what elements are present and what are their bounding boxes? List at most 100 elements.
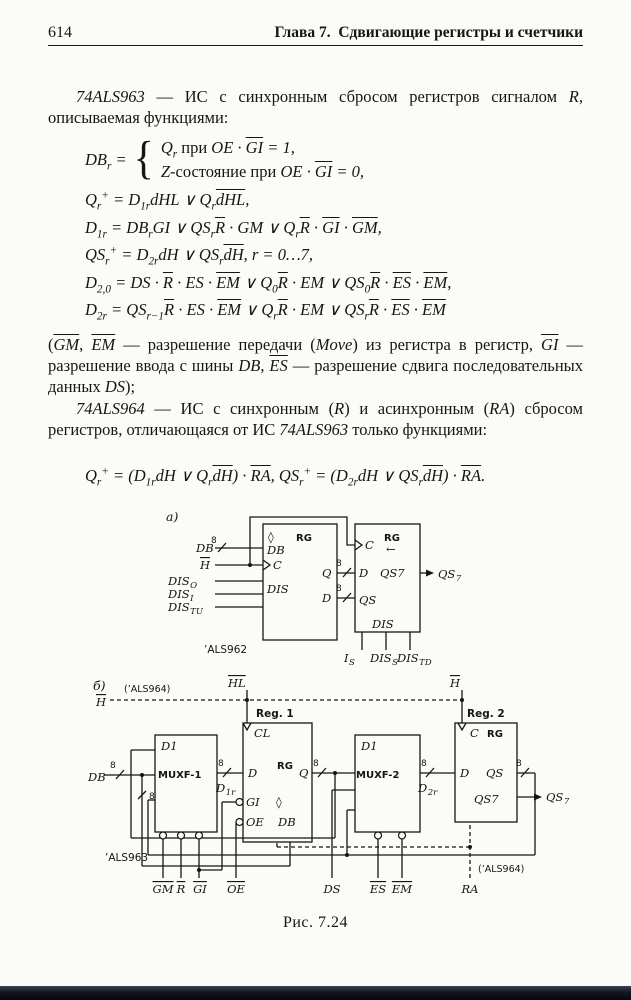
b-muxf1-block	[154, 734, 218, 833]
a-blk2-dis-pin: DIS	[371, 617, 394, 631]
a-blk1-dis-pin: DIS	[266, 582, 289, 596]
a-bottom-pin-wires	[361, 632, 411, 650]
b-reg1-block	[242, 722, 313, 843]
a-blk2-rg-label: RG	[384, 533, 400, 544]
running-header: 614 Глава 7. Сдвигающие регистры и счетч…	[48, 24, 583, 42]
b-reg1-gi-pin: GI	[246, 795, 260, 809]
b-bus-width-q: 8	[313, 759, 319, 769]
b-reg1-rg-label: RG	[277, 761, 293, 772]
diagram-b: б) (’ALS964) H HL H Reg. 1 Reg. 2 D1 MUX…	[87, 676, 570, 896]
a-blk1-tristate-icon: ◊	[268, 530, 274, 544]
b-d1r-wire	[217, 767, 243, 778]
a-blk2-qs-pin: QS	[359, 593, 376, 607]
b-db-wires	[104, 769, 291, 867]
b-reg2-qs7-pin: QS7	[474, 792, 499, 806]
a-blk2-qs7-pin: QS7	[380, 566, 405, 580]
b-d2r-label: D2r	[417, 781, 438, 798]
b-ds-wire	[331, 789, 355, 878]
a-in-h-label: H	[199, 558, 211, 572]
b-reg2-c-pin: C	[470, 726, 479, 740]
formula-d20: D2,0 = DS · R · ES · EM ∨ Q0R · EM ∨ QS0…	[85, 272, 452, 295]
b-mux2-name: MUXF-2	[356, 770, 399, 781]
b-reg1-title: Reg. 1	[256, 708, 294, 720]
scan-bottom-bar	[0, 986, 631, 1000]
b-als964-note-top: (’ALS964)	[124, 684, 170, 695]
b-ctrl-es-label: ES	[369, 882, 386, 896]
formula-cases: DBr = { Qr при OE · GI = 1, Z-состояние …	[85, 133, 585, 185]
b-ctrl-oe-label: OE	[227, 882, 245, 896]
b-reg1-cl-pin: CL	[254, 726, 270, 740]
page-number: 614	[48, 24, 72, 41]
b-reg1-oe-pin: OE	[246, 815, 264, 829]
b-reg2-clock-chevron	[457, 722, 467, 732]
b-reg2-rg-label: RG	[487, 729, 503, 740]
b-clock-wires	[110, 690, 464, 723]
diagram-a-label: а)	[166, 509, 178, 524]
a-shift-direction-arrow-icon: ←	[386, 542, 396, 556]
cases-stack: Qr при OE · GI = 1, Z-состояние при OE ·…	[161, 138, 364, 182]
formula-cases-lhs: DBr =	[85, 150, 127, 173]
b-reg1-db-pin: DB	[277, 815, 296, 829]
b-mux2-control-wires	[373, 831, 407, 878]
b-reg1-oe-bubble	[235, 817, 244, 827]
a-in-db-label: DB	[195, 541, 214, 555]
b-ctrl-r-label: R	[176, 882, 186, 896]
paragraph-signals: (GM, EM — разрешение передачи (Move) из …	[48, 335, 583, 396]
a-clock-chevron-2	[354, 539, 364, 551]
b-db-label: DB	[87, 770, 106, 784]
a-in-dis-i-label: DISI	[167, 587, 194, 604]
cases-brace: {	[133, 133, 154, 185]
a-clock-chevron-1	[262, 559, 272, 571]
formula-case-1: Qr при OE · GI = 1,	[160, 138, 295, 161]
a-output-qs7-label: QS7	[438, 567, 462, 584]
b-mux1-d1-pin: D1	[160, 739, 178, 753]
b-h-right-label: H	[449, 676, 461, 690]
formula-als964: Qr+ = (D1rdH ∨ QrdH) · RA, QSr+ = (D2rdH…	[85, 465, 486, 489]
b-bus-width-d2r: 8	[421, 759, 427, 769]
a-pin-is-label: IS	[343, 651, 355, 668]
a-blk1-d-pin: D	[321, 591, 331, 605]
b-reg1-gi-bubble	[235, 797, 244, 807]
a-blk1-rg-label: RG	[296, 533, 312, 544]
b-mux2-d1-pin: D1	[360, 739, 378, 753]
b-ra-wires	[276, 822, 472, 878]
formula-d1r: D1r = DBrGI ∨ QSrR · GM ∨ QrR · GI · GM,	[85, 217, 382, 240]
a-pin-distd-label: DISTD	[396, 651, 432, 668]
paragraph-als964: 74ALS964 — ИС с синхронным (R) и асинхро…	[48, 399, 583, 439]
diagram-a: а) DB H DISO DISI DISTU 8	[166, 509, 462, 668]
b-h-left-label: H	[95, 695, 107, 709]
b-als964-note-bottom: (’ALS964)	[478, 864, 524, 875]
b-reg2-d-pin: D	[459, 766, 469, 780]
chapter-title: Глава 7. Сдвигающие регистры и счетчики	[274, 24, 583, 41]
a-blk2-d-pin: D	[358, 566, 368, 580]
a-shift-block	[354, 523, 421, 633]
paragraph-als963: 74ALS963 — ИС с синхронным сбросом регис…	[48, 87, 583, 127]
formula-q: Qr+ = D1rdHL ∨ QrdHL,	[85, 189, 250, 213]
b-d2r-wire	[420, 767, 455, 778]
b-output-qs7-label: QS7	[546, 790, 570, 807]
b-bus-width-db: 8	[110, 761, 116, 771]
b-reg1-clock-chevron	[242, 722, 252, 732]
a-bus-width-q: 8	[336, 559, 342, 569]
b-reg1-q-pin: Q	[299, 766, 309, 780]
a-bus-width-d: 8	[336, 584, 342, 594]
b-mux1-name: MUXF-1	[158, 770, 201, 781]
diagram-b-label: б)	[93, 678, 106, 693]
figure-caption: Рис. 7.24	[282, 914, 349, 931]
b-bus-width-d1r: 8	[218, 759, 224, 769]
b-ctrl-ds-label: DS	[322, 882, 340, 896]
formula-qs: QSr+ = D2rdH ∨ QSrdH, r = 0…7,	[85, 244, 313, 268]
b-reg1-d-pin: D	[247, 766, 257, 780]
b-ctrl-em-label: EM	[391, 882, 413, 896]
b-bus-width-db2: 8	[149, 792, 155, 802]
a-chip-name: ’ALS962	[204, 644, 247, 656]
a-in-dis-o-label: DISO	[167, 574, 197, 591]
b-qs-feedback-wires	[147, 767, 536, 857]
b-ctrl-gi-label: GI	[193, 882, 207, 896]
a-blk1-q-pin: Q	[322, 566, 332, 580]
b-ctrl-ra-label: RA	[461, 882, 479, 896]
a-bus-width-db: 8	[211, 536, 217, 546]
b-reg2-qs-pin: QS	[486, 766, 503, 780]
